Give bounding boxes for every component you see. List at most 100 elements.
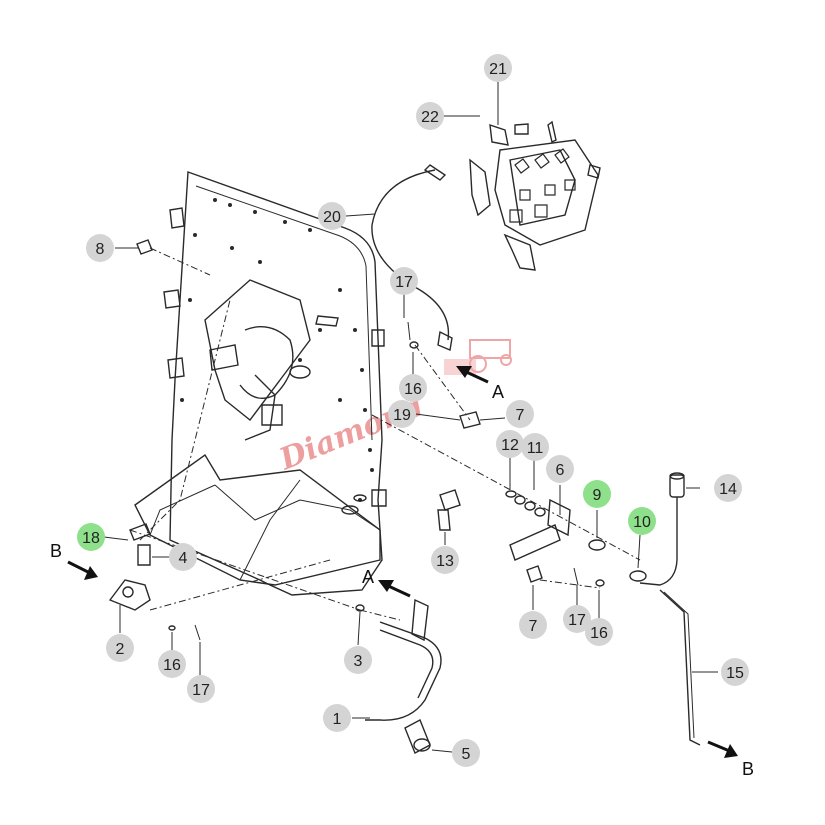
fasteners	[129, 239, 606, 641]
svg-text:A: A	[362, 567, 374, 587]
callout-badge	[583, 480, 611, 508]
callout-number: 17	[192, 682, 210, 699]
callout-9: 9	[583, 480, 611, 508]
callout-number: 20	[323, 209, 341, 226]
callout-number: 7	[516, 407, 525, 424]
callout-number: 15	[726, 665, 744, 682]
svg-text:A: A	[492, 382, 504, 402]
callout-number: 17	[395, 274, 413, 291]
callout-badge	[431, 546, 459, 574]
callout-number: 22	[421, 109, 439, 126]
callout-7: 7	[519, 611, 547, 639]
callout-number: 12	[501, 437, 519, 454]
callout-number: 9	[593, 487, 602, 504]
callout-badge	[158, 650, 186, 678]
leader-lines	[103, 80, 718, 753]
callout-10: 10	[628, 507, 656, 535]
callout-number: 11	[527, 440, 544, 457]
callout-badge	[187, 675, 215, 703]
callout-6: 6	[546, 455, 574, 483]
callout-1: 1	[323, 704, 351, 732]
callout-7: 7	[506, 400, 534, 428]
callout-number: 4	[179, 550, 188, 567]
callout-number: 6	[556, 462, 565, 479]
callout-17: 17	[187, 675, 215, 703]
arrow-b-left: B	[50, 541, 98, 580]
callout-22: 22	[416, 102, 444, 130]
pivot-arm-2	[108, 579, 151, 611]
callout-badge	[77, 523, 105, 551]
callout-17: 17	[390, 267, 418, 295]
callout-badge	[546, 455, 574, 483]
callout-number: 17	[568, 612, 586, 629]
arrow-b-right: B	[707, 740, 754, 779]
callout-badge	[344, 646, 372, 674]
callout-badge	[496, 430, 524, 458]
callout-number: 16	[590, 625, 608, 642]
callout-14: 14	[714, 474, 742, 502]
callout-17: 17	[563, 605, 591, 633]
mounting-plate	[163, 171, 387, 596]
pedal-bracket	[204, 279, 311, 441]
callout-badge	[519, 611, 547, 639]
linkage-rod	[629, 472, 701, 746]
callout-badge	[399, 374, 427, 402]
callout-badge	[390, 267, 418, 295]
callout-4: 4	[169, 543, 197, 571]
callout-2: 2	[106, 634, 134, 662]
svg-text:B: B	[50, 541, 62, 561]
callout-13: 13	[431, 546, 459, 574]
callout-badge	[506, 400, 534, 428]
callout-number: 14	[719, 481, 737, 498]
callout-badge	[318, 202, 346, 230]
callout-number: 10	[633, 514, 651, 531]
callout-number: 21	[489, 61, 507, 78]
callout-number: 7	[529, 618, 538, 635]
callout-number: 13	[436, 553, 454, 570]
callout-number: 5	[462, 746, 471, 763]
callout-number: 16	[404, 381, 422, 398]
callout-number: 8	[96, 241, 105, 258]
callout-16: 16	[399, 374, 427, 402]
callout-number: 2	[116, 641, 125, 658]
callout-number: 16	[163, 657, 181, 674]
callout-16: 16	[158, 650, 186, 678]
callout-badge	[452, 739, 480, 767]
callout-number: 3	[354, 653, 363, 670]
callout-badge	[714, 474, 742, 502]
callout-number: 18	[82, 530, 100, 547]
callout-badge	[323, 704, 351, 732]
callout-20: 20	[318, 202, 346, 230]
arrow-a-lower: A	[362, 567, 411, 598]
callout-21: 21	[484, 54, 512, 82]
throttle-cable	[371, 169, 450, 341]
callout-number: 1	[333, 711, 342, 728]
callout-16: 16	[585, 618, 613, 646]
callout-badge	[563, 605, 591, 633]
callout-badge	[416, 102, 444, 130]
callout-3: 3	[344, 646, 372, 674]
pedal-lever	[365, 598, 442, 754]
callout-12: 12	[496, 430, 524, 458]
callout-11: 11	[521, 433, 549, 461]
callout-badge	[585, 618, 613, 646]
callout-badge	[721, 658, 749, 686]
callout-badge	[388, 400, 416, 428]
callout-5: 5	[452, 739, 480, 767]
callout-badge	[86, 234, 114, 262]
callout-badge	[106, 634, 134, 662]
callout-number: 19	[393, 407, 411, 424]
svg-text:B: B	[742, 759, 754, 779]
callout-15: 15	[721, 658, 749, 686]
callout-badge	[484, 54, 512, 82]
watermark-tractor-icon	[444, 339, 512, 375]
callout-8: 8	[86, 234, 114, 262]
bracket-6	[509, 524, 561, 561]
callout-18: 18	[77, 523, 105, 551]
injection-pump	[469, 120, 601, 271]
callout-badge	[521, 433, 549, 461]
assembly-lines	[129, 247, 641, 621]
callout-badge	[628, 507, 656, 535]
